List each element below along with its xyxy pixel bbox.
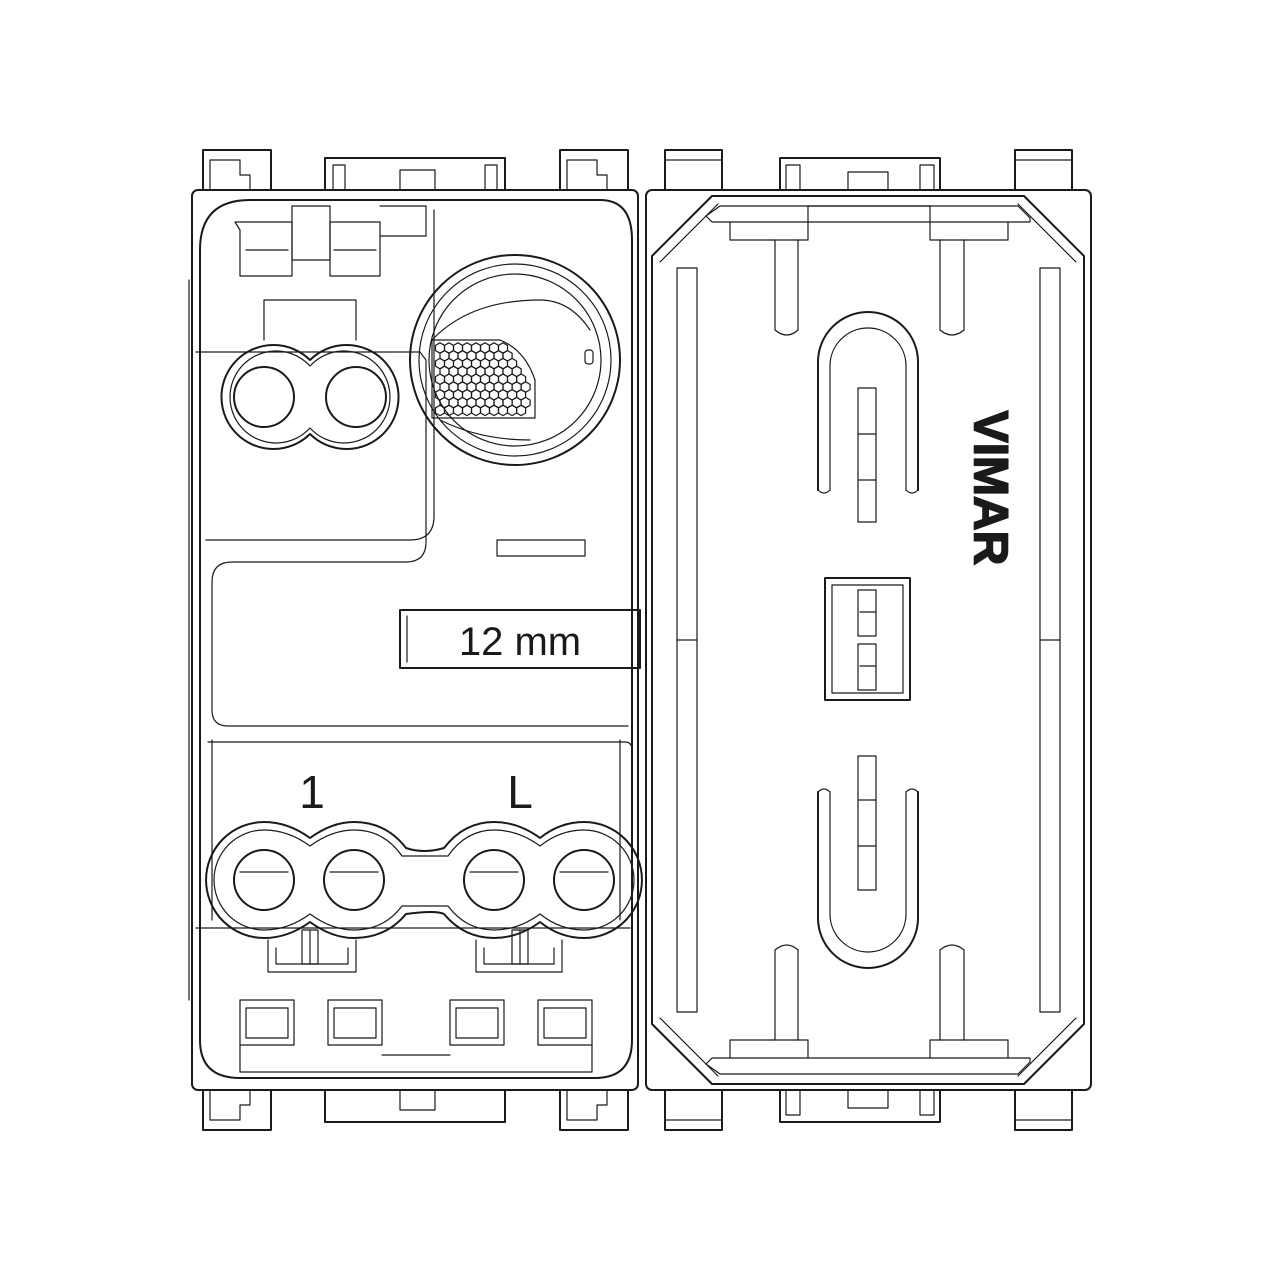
honeycomb-cell bbox=[506, 404, 518, 417]
left-module-frame bbox=[191, 189, 639, 1091]
terminal-label-L: L bbox=[507, 766, 533, 818]
screw-hole-3 bbox=[233, 849, 295, 911]
screw-hole-6 bbox=[553, 849, 615, 911]
left-bottom-tabs bbox=[202, 1089, 629, 1131]
right-module-cover bbox=[651, 195, 1085, 1085]
top-double-terminal bbox=[220, 299, 400, 450]
bottom-terminal-clips bbox=[239, 999, 593, 1073]
brand-label: VIMAR bbox=[963, 411, 1016, 566]
strip-length-gauge: 12 mm bbox=[399, 609, 641, 669]
right-module: VIMAR bbox=[645, 149, 1092, 1131]
right-bottom-tabs bbox=[664, 1089, 1073, 1131]
lower-spring-clip bbox=[817, 755, 919, 969]
upper-spring-clip bbox=[817, 311, 919, 523]
screw-hole-5 bbox=[463, 849, 525, 911]
indicator-slot bbox=[496, 539, 586, 557]
screw-hole-1 bbox=[233, 366, 295, 428]
center-contact-block bbox=[824, 577, 911, 701]
sensor-lens bbox=[409, 254, 621, 466]
right-module-frame bbox=[645, 189, 1092, 1091]
side-slots bbox=[676, 267, 1061, 1013]
screw-hole-4 bbox=[323, 849, 385, 911]
bottom-terminal-block bbox=[205, 821, 643, 939]
honeycomb-cell bbox=[497, 404, 509, 417]
brand-logo: VIMAR bbox=[963, 410, 1018, 566]
honeycomb-cell bbox=[479, 404, 491, 417]
left-top-tabs bbox=[202, 149, 629, 191]
honeycomb-cell bbox=[452, 404, 464, 417]
honeycomb-cell bbox=[488, 404, 500, 417]
top-terminal-clips bbox=[234, 205, 427, 277]
lens-honeycomb bbox=[431, 339, 536, 419]
honeycomb-cell bbox=[470, 404, 482, 417]
terminal-latches bbox=[195, 927, 631, 973]
left-module: 12 mm 1 L bbox=[188, 149, 643, 1131]
left-module-body bbox=[199, 199, 633, 1079]
right-top-tabs bbox=[664, 149, 1073, 191]
strip-length-label: 12 mm bbox=[459, 620, 581, 664]
terminal-label-1: 1 bbox=[299, 766, 325, 818]
honeycomb-cell bbox=[516, 404, 527, 417]
screw-hole-2 bbox=[325, 366, 387, 428]
honeycomb-cell bbox=[461, 404, 473, 417]
honeycomb-cell bbox=[434, 404, 446, 417]
